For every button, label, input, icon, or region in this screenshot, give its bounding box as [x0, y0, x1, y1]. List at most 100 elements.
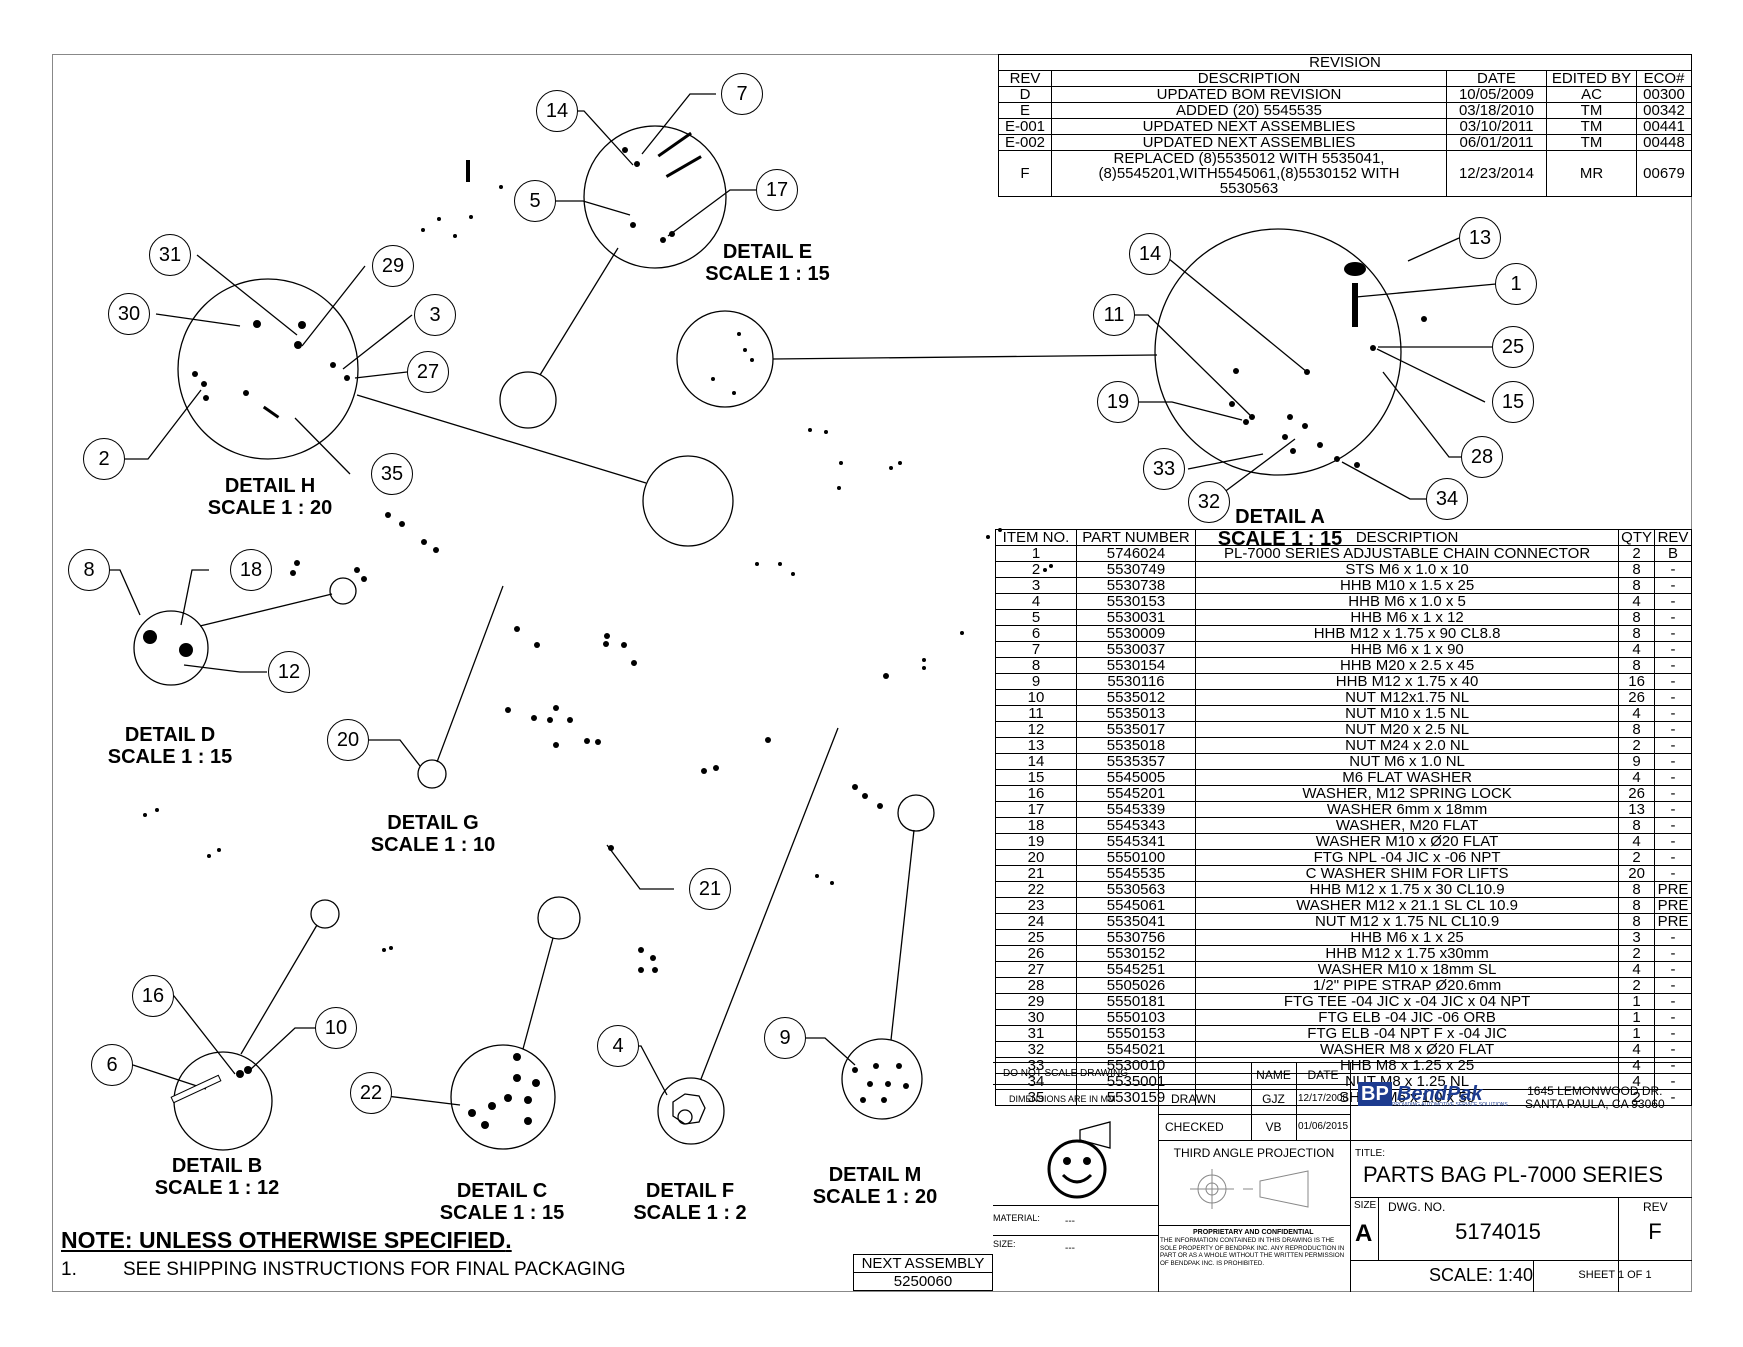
bom-rev: - — [1654, 1089, 1692, 1106]
bom-qty: 3 — [1618, 929, 1655, 946]
bom-description: HHB M6 x 1 x 25 — [1194, 929, 1620, 946]
bom-description: HHB M20 x 2.5 x 45 — [1194, 657, 1620, 674]
bom-qty: 2 — [1618, 977, 1655, 994]
bom-description: C WASHER SHIM FOR LIFTS — [1194, 865, 1620, 882]
detail-d-circle — [133, 610, 209, 686]
detail-name: DETAIL A — [1235, 506, 1325, 528]
bom-qty: 8 — [1618, 721, 1655, 738]
bom-rev: - — [1654, 593, 1692, 610]
title-block: DO NOT SCALE DRAWING DIMENSIONS ARE IN M… — [993, 1062, 1692, 1292]
bom-qty: 26 — [1618, 689, 1655, 706]
detail-e-circle — [583, 125, 727, 269]
proprietary-title: PROPRIETARY AND CONFIDENTIAL — [1193, 1229, 1314, 1236]
bom-qty: 16 — [1618, 673, 1655, 690]
do-not-scale-text: DO NOT SCALE DRAWING — [1003, 1068, 1129, 1079]
title-label: TITLE: — [1355, 1148, 1386, 1159]
bom-qty: 1 — [1618, 1009, 1655, 1026]
bom-description: WASHER M10 x 18mm SL — [1194, 961, 1620, 978]
bom-qty: 8 — [1618, 609, 1655, 626]
balloon-31: 31 — [149, 234, 191, 276]
balloon-14: 14 — [536, 90, 578, 132]
size-value-left: --- — [1065, 1243, 1075, 1254]
bom-qty: 20 — [1618, 865, 1655, 882]
view-circle-1 — [676, 310, 774, 408]
detail-name: DETAIL F — [645, 1180, 735, 1202]
detail-g-circle — [417, 759, 447, 789]
drawn-name: GJZ — [1262, 1092, 1285, 1106]
bendpak-logo-icon: BP — [1358, 1082, 1392, 1106]
bom-rev: - — [1654, 641, 1692, 658]
detail-h-circle — [177, 278, 359, 460]
detail-scale: SCALE 1 : 15 — [1217, 528, 1343, 550]
bom-rev: - — [1654, 833, 1692, 850]
balloon-16: 16 — [132, 975, 174, 1017]
detail-name: DETAIL M — [828, 1164, 922, 1186]
detail-scale: SCALE 1 : 2 — [633, 1202, 747, 1224]
bom-item-no: 30 — [995, 1009, 1077, 1026]
bom-item-no: 1 — [995, 545, 1077, 562]
bom-item-no: 26 — [995, 945, 1077, 962]
bom-qty: 4 — [1618, 769, 1655, 786]
bom-qty: 8 — [1618, 897, 1655, 914]
checked-date: 01/06/2015 — [1297, 1121, 1349, 1132]
bom-rev: - — [1654, 977, 1692, 994]
bom-item-no: 12 — [995, 721, 1077, 738]
rev-cell: UPDATED NEXT ASSEMBLIES — [1051, 134, 1447, 151]
bom-qty: 4 — [1618, 1041, 1655, 1058]
balloon-25: 25 — [1492, 326, 1534, 368]
bom-header-rev: REV — [1654, 529, 1692, 546]
scale-text: SCALE: 1:40 — [1428, 1265, 1533, 1285]
detail-name: DETAIL C — [456, 1180, 548, 1202]
bom-rev: - — [1654, 801, 1692, 818]
bom-rev: - — [1654, 609, 1692, 626]
bom-qty: 4 — [1618, 593, 1655, 610]
bom-part-number: 5530153 — [1076, 593, 1196, 610]
drawing-title: PARTS BAG PL-7000 SERIES — [1363, 1162, 1663, 1187]
bom-part-number: 5530031 — [1076, 609, 1196, 626]
bom-part-number: 5505026 — [1076, 977, 1196, 994]
bom-part-number: 5535041 — [1076, 913, 1196, 930]
balloon-18: 18 — [230, 549, 272, 591]
bom-rev: - — [1654, 625, 1692, 642]
rev-cell: UPDATED NEXT ASSEMBLIES — [1051, 118, 1447, 135]
rev-cell: TM — [1546, 102, 1637, 119]
bom-item-no: 27 — [995, 961, 1077, 978]
balloon-10: 10 — [315, 1007, 357, 1049]
bom-description: HHB M10 x 1.5 x 25 — [1194, 577, 1620, 594]
bom-part-number: 5545005 — [1076, 769, 1196, 786]
bom-qty: 26 — [1618, 785, 1655, 802]
bom-rev: - — [1654, 657, 1692, 674]
rev-cell: ADDED (20) 5545535 — [1051, 102, 1447, 119]
bom-item-no: 23 — [995, 897, 1077, 914]
bom-item-no: 10 — [995, 689, 1077, 706]
rev-cell: F — [998, 150, 1052, 197]
detail-a-circle — [1154, 228, 1402, 476]
balloon-22: 22 — [350, 1072, 392, 1114]
balloon-20: 20 — [327, 719, 369, 761]
bom-qty: 9 — [1618, 753, 1655, 770]
bom-item-no: 32 — [995, 1041, 1077, 1058]
rev-cell: AC — [1546, 86, 1637, 103]
rev-header-rev: REV — [998, 70, 1052, 87]
balloon-21: 21 — [689, 868, 731, 910]
bom-description: HHB M12 x 1.75 x30mm — [1194, 945, 1620, 962]
bom-header-description: DESCRIPTION — [1194, 529, 1620, 546]
bom-item-no: 7 — [995, 641, 1077, 658]
balloon-13: 13 — [1459, 217, 1501, 259]
bom-item-no: 11 — [995, 705, 1077, 722]
detail-m-circle — [841, 1038, 923, 1120]
balloon-3: 3 — [414, 294, 456, 336]
bom-part-number: 5535018 — [1076, 737, 1196, 754]
detail-scale: SCALE 1 : 10 — [370, 834, 496, 856]
